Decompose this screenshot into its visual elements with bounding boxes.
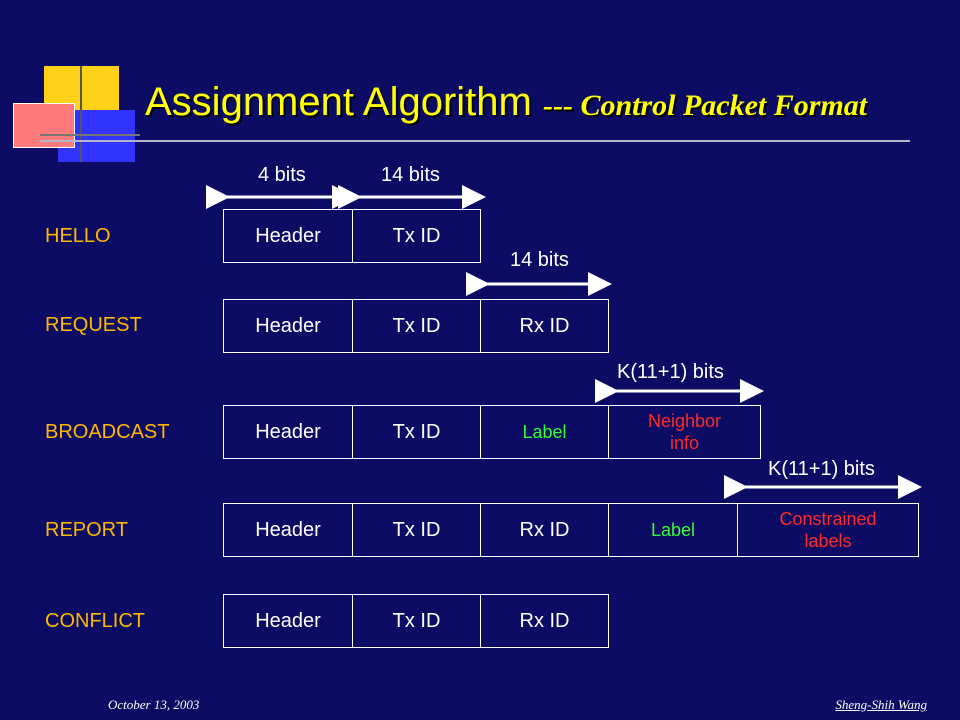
- hello-txid-field: Tx ID: [352, 209, 481, 263]
- request-rxid-field: Rx ID: [480, 299, 609, 353]
- broadcast-neighbor-info-field: Neighbor info: [608, 405, 761, 459]
- slide-title: Assignment Algorithm --- Control Packet …: [145, 80, 867, 125]
- request-txid-field: Tx ID: [352, 299, 481, 353]
- conflict-txid-field: Tx ID: [352, 594, 481, 648]
- report-label-field: Label: [608, 503, 738, 557]
- constrained-labels-line2: labels: [804, 531, 852, 551]
- conflict-header-field: Header: [223, 594, 353, 648]
- logo-horizontal-line: [40, 134, 140, 136]
- logo-vertical-line: [80, 66, 82, 162]
- conflict-rxid-field: Rx ID: [480, 594, 609, 648]
- request-header-field: Header: [223, 299, 353, 353]
- report-constrained-labels-field: Constrained labels: [737, 503, 919, 557]
- rxid-bits-label: 14 bits: [510, 249, 569, 271]
- title-rule: [40, 140, 910, 142]
- broadcast-header-field: Header: [223, 405, 353, 459]
- constrained-labels-line1: Constrained: [779, 509, 877, 529]
- header-bits-label: 4 bits: [258, 164, 306, 186]
- constrained-bits-label: K(11+1) bits: [768, 458, 875, 480]
- broadcast-label-field: Label: [480, 405, 609, 459]
- neighbor-bits-label: K(11+1) bits: [617, 361, 724, 383]
- txid-bits-label: 14 bits: [381, 164, 440, 186]
- row-label-conflict: CONFLICT: [45, 610, 145, 632]
- footer-date: October 13, 2003: [108, 697, 200, 712]
- footer-author: Sheng-Shih Wang: [835, 697, 927, 712]
- row-label-request: REQUEST: [45, 314, 142, 336]
- row-label-hello: HELLO: [45, 225, 111, 247]
- title-main: Assignment Algorithm: [145, 80, 532, 124]
- report-header-field: Header: [223, 503, 353, 557]
- neighbor-info-line2: info: [669, 433, 699, 453]
- row-label-report: REPORT: [45, 519, 128, 541]
- report-rxid-field: Rx ID: [480, 503, 609, 557]
- neighbor-info-line1: Neighbor: [647, 411, 722, 431]
- broadcast-txid-field: Tx ID: [352, 405, 481, 459]
- title-subtitle: --- Control Packet Format: [542, 89, 868, 122]
- row-label-broadcast: BROADCAST: [45, 421, 170, 443]
- report-txid-field: Tx ID: [352, 503, 481, 557]
- hello-header-field: Header: [223, 209, 353, 263]
